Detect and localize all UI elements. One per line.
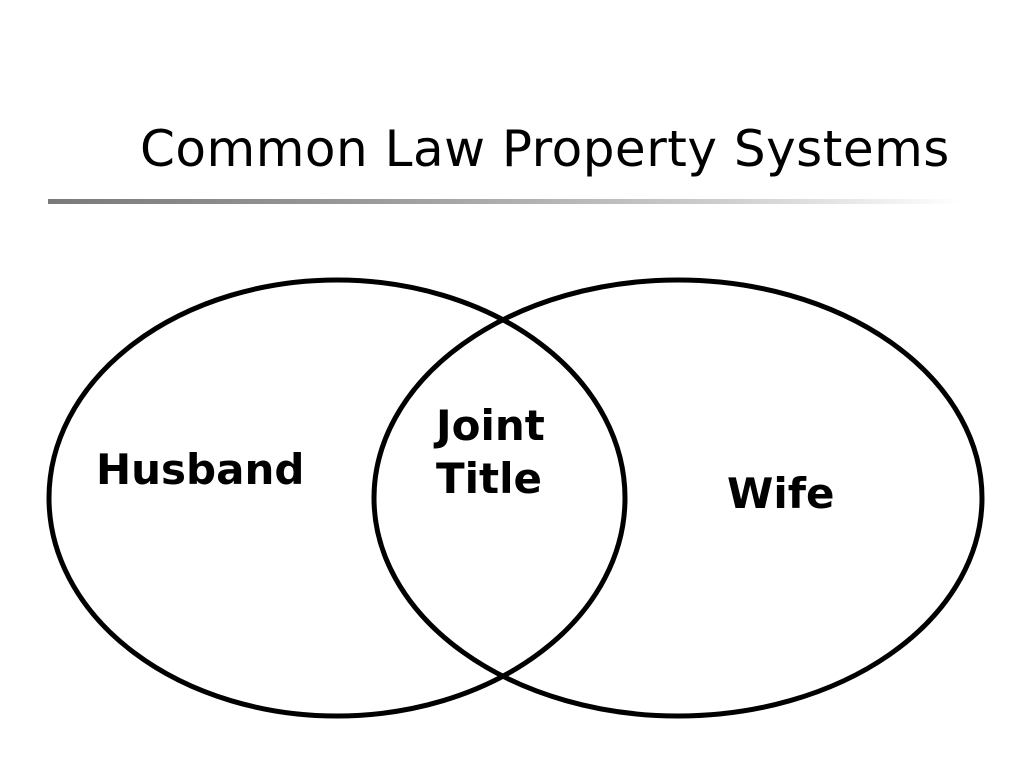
husband-label: Husband — [96, 445, 305, 494]
title-divider — [48, 199, 960, 204]
wife-ellipse — [371, 277, 985, 719]
slide-title: Common Law Property Systems — [140, 120, 950, 178]
joint-title-line-2: Title — [436, 453, 543, 503]
joint-title-line-1: Joint — [436, 401, 545, 450]
husband-ellipse — [46, 277, 628, 719]
wife-label: Wife — [727, 469, 835, 518]
joint-title-label: Joint Title — [436, 400, 545, 505]
